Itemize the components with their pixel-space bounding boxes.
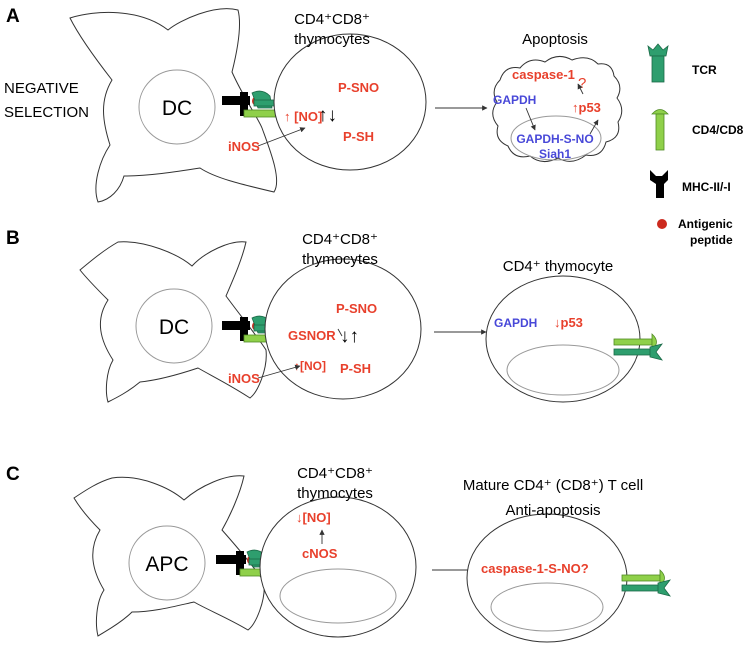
mhc-molecule-stem-icon [240,92,248,116]
tcr-icon [647,43,669,57]
caspase-question-mark: ? [578,75,586,92]
thymocyte-c-title-line2: thymocytes [297,485,373,502]
legend-peptide-label-line1: Antigenic [678,217,733,231]
cd4-receptor-icon [613,338,653,346]
tcr-receptor-icon [621,584,661,592]
tcr-receptor-icon [613,348,653,356]
no-level-a: ↑ [NO] [284,109,322,124]
no-level-c: ↓[NO] [296,510,331,525]
mhc-molecule-icon [216,555,246,564]
thymocyte-a-title-line2: thymocytes [294,31,370,48]
p53-label-a: ↑p53 [572,100,601,115]
panel-b-letter: B [6,228,20,249]
legend-peptide: Antigenic peptide [657,217,733,247]
gapdh-to-nucleus-arrow [525,107,536,131]
psh-label-b: P-SH [340,361,371,376]
mhc-molecule-stem-icon [240,317,248,341]
mhc-molecule-icon [222,321,250,330]
cd4-thymocyte-title: CD4⁺ thymocyte [503,258,613,275]
tcr-icon-stem [651,55,665,83]
apc-nucleus [128,525,206,601]
anti-apoptosis-title: Anti-apoptosis [505,502,600,519]
mature-t-cell-nucleus [490,582,604,632]
panel-a: A NEGATIVE SELECTION DC CD4⁺CD8⁺ thymocy… [4,6,623,203]
apoptosis-title: Apoptosis [522,31,588,48]
no-level-b: ↑[NO] [294,359,326,373]
legend-cd4cd8-label: CD4/CD8 [692,123,744,137]
legend-tcr-label: TCR [692,63,717,77]
caspase-1-label: caspase-1 [512,67,575,82]
legend-peptide-label-line2: peptide [690,233,733,247]
nucleus-to-p53-arrow [589,119,599,135]
denitrosation-arrows-b: ↓↑ [340,326,359,347]
mature-t-cell [466,513,628,643]
thymocyte-a-title-line1: CD4⁺CD8⁺ [294,11,370,28]
dc-nucleus-b [135,288,213,364]
legend-mhc: MHC-II/-I [650,170,731,198]
cd4cd8-icon-head [651,109,669,115]
dc-label-b: DC [159,316,189,339]
legend-mhc-label: MHC-II/-I [682,180,731,194]
thymocyte-b [264,258,422,400]
siah1-label: Siah1 [539,147,571,161]
psno-label-a: P-SNO [338,80,379,95]
dendritic-cell-a [69,8,278,203]
thymocyte-a [273,33,427,171]
mhc-molecule-icon [222,96,250,105]
inos-label-a: iNOS [228,139,260,154]
thymocyte-c [259,496,417,638]
panel-a-letter: A [6,6,20,27]
antigen-presenting-cell [73,475,265,637]
negative-selection-label-line2: SELECTION [4,104,89,121]
mhc-icon [650,170,668,198]
psno-label-b: P-SNO [336,301,377,316]
tcr-mhc-synapse-a [222,90,285,118]
psh-label-a: P-SH [343,129,374,144]
cd4-thymocyte-nucleus [506,344,620,396]
tcr-receptor-head-icon [649,343,663,361]
negative-selection-label-line1: NEGATIVE [4,80,79,97]
thymocyte-b-title-line1: CD4⁺CD8⁺ [302,231,378,248]
antigenic-peptide-legend-icon [657,219,667,229]
gsnor-pointer-line [337,328,343,337]
legend-cd4cd8: CD4/CD8 [651,109,744,151]
thymocyte-b-title-line2: thymocytes [302,251,378,268]
gapdh-label-a: GAPDH [493,93,536,107]
thymocyte-c-nucleus [279,568,397,624]
apc-label: APC [145,553,188,576]
cd4cd8-icon [655,113,665,151]
gsnor-label: GSNOR [288,328,336,343]
mhc-molecule-stem-icon [236,551,244,575]
inos-to-no-arrow-a [257,127,306,147]
tcr-receptor-head-icon [657,579,671,597]
apoptotic-cell [492,56,623,162]
panel-b: B DC CD4⁺CD8⁺ thymocytes P-SNO GSNOR ↓↑ … [6,228,663,403]
panel-c: C APC CD4⁺CD8⁺ thymocytes ↓[NO] cNOS Mat… [6,464,671,643]
caspase-1-sno-label: caspase-1-S-NO? [481,561,589,576]
p53-label-b: ↓p53 [554,315,583,330]
legend-tcr: TCR [647,43,717,83]
dendritic-cell-b [79,241,267,403]
inos-label-b: iNOS [228,371,260,386]
cd4-receptor-icon [621,574,661,582]
nitrosation-arrows-a: ↑↓ [318,105,337,126]
receptor-pair-c [621,569,671,597]
thymocyte-c-title-line1: CD4⁺CD8⁺ [297,465,373,482]
gapdh-label-b: GAPDH [494,316,537,330]
legend: TCR CD4/CD8 MHC-II/-I Antigenic peptide [647,43,744,247]
cnos-label: cNOS [302,546,338,561]
apoptotic-nucleus [510,115,602,161]
mature-t-cell-title: Mature CD4⁺ (CD8⁺) T cell [463,477,643,494]
gapdh-sno-label: GAPDH-S-NO [516,132,593,146]
receptor-pair-b [613,333,663,361]
p53-to-caspase-arrow [577,83,584,95]
dc-nucleus-a [138,69,216,145]
dc-label-a: DC [162,97,192,120]
panel-c-letter: C [6,464,20,485]
inos-to-no-arrow-b [257,364,301,379]
